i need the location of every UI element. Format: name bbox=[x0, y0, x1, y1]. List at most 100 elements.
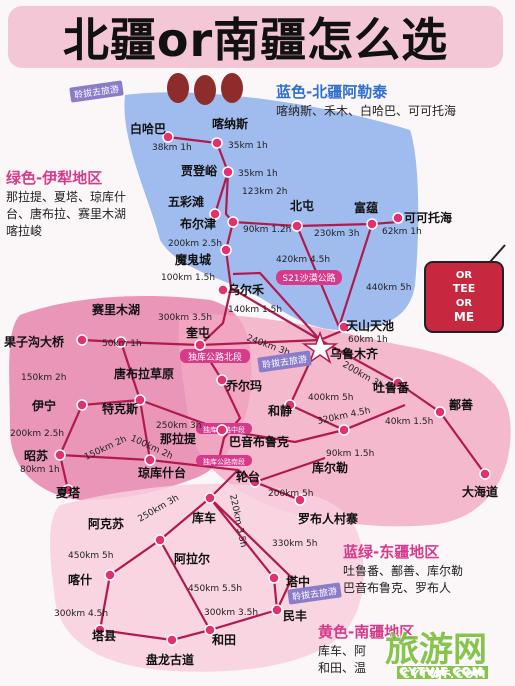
place-kuerle: 库尔勒 bbox=[312, 460, 348, 475]
dist-3: 35km 1h bbox=[238, 169, 278, 179]
legend-north-head: 蓝色-北疆阿勒泰 bbox=[276, 83, 388, 101]
place-tangbula: 唐布拉草原 bbox=[114, 366, 174, 381]
place-shanshan: 鄯善 bbox=[449, 397, 473, 412]
dist-2: 35km 1h bbox=[228, 141, 268, 151]
dist-19: 400km 5h bbox=[308, 393, 353, 403]
dist-8: 200km 2.5h bbox=[168, 239, 222, 249]
legend-south: 黄色-南疆地区 库车、阿 和田、温 bbox=[318, 624, 438, 677]
page-title: 北疆or南疆怎么选 bbox=[8, 6, 503, 68]
duku-north-pill bbox=[180, 349, 250, 363]
legend-east-line1: 吐鲁番、鄯善、库尔勒 bbox=[343, 564, 464, 578]
place-jiadengyu: 贾登峪 bbox=[181, 163, 218, 178]
place-moguicheng: 魔鬼城 bbox=[175, 252, 211, 267]
dist-10: 100km 1.5h bbox=[161, 273, 215, 283]
legend-ili-line2: 台、唐布拉、赛里木湖 bbox=[6, 207, 127, 221]
place-bayinbuluke: 巴音布鲁克 bbox=[229, 434, 289, 449]
dist-21: 40km 1.5h bbox=[385, 417, 433, 427]
legend-south-line1: 库车、阿 bbox=[318, 644, 367, 658]
legend-south-line2: 和田、温 bbox=[318, 661, 367, 675]
place-fuyun: 富蕴 bbox=[354, 200, 378, 215]
place-tekesi: 特克斯 bbox=[102, 401, 138, 416]
dist-26: 90km 1.5h bbox=[326, 449, 374, 459]
place-tulufan: 吐鲁番 bbox=[373, 380, 410, 395]
place-buerjin: 布尔津 bbox=[180, 216, 216, 231]
dist-1: 38km 1h bbox=[152, 143, 192, 153]
place-wulumuqi: 乌鲁木齐 bbox=[330, 346, 379, 361]
legend-ili: 绿色-伊犁地区 那拉提、夏塔、琼库什 台、唐布拉、赛里木湖 喀拉峻 bbox=[6, 170, 166, 240]
place-hetian: 和田 bbox=[211, 632, 236, 647]
dist-34: 300km 4.5h bbox=[54, 609, 108, 619]
place-tianshan: 天山天池 bbox=[346, 318, 394, 333]
dist-23: 200km 2.5h bbox=[10, 429, 64, 439]
place-zhaosu: 昭苏 bbox=[24, 448, 48, 463]
dist-22: 250km 3h bbox=[156, 421, 201, 431]
place-hejing: 和静 bbox=[267, 403, 292, 418]
dist-28: 200km 5h bbox=[268, 489, 313, 499]
dist-12: 140km 1.5h bbox=[228, 305, 282, 315]
region-south-light bbox=[50, 483, 364, 672]
place-wuerhe: 乌尔禾 bbox=[228, 282, 265, 297]
cup-text-3: OR bbox=[456, 298, 473, 309]
dist-31: 330km 5h bbox=[272, 539, 317, 549]
wulumuqi-star bbox=[301, 330, 339, 364]
legend-east: 蓝绿-东疆地区 吐鲁番、鄯善、库尔勒 巴音布鲁克、罗布人 bbox=[343, 544, 513, 597]
duku-north-label: 独库公路北段 bbox=[188, 351, 242, 363]
title-banner: 北疆or南疆怎么选 bbox=[0, 0, 515, 78]
place-nalati: 那拉提 bbox=[160, 431, 197, 446]
place-kekeTuohai: 可可托海 bbox=[404, 210, 452, 225]
dist-18: 150km 2h bbox=[21, 373, 66, 383]
drink-cup-illustration: OR TEE OR ME bbox=[424, 244, 506, 333]
s21-label: S21沙漠公路 bbox=[282, 272, 335, 284]
place-yining: 伊宁 bbox=[31, 398, 56, 413]
cup-text-4: ME bbox=[454, 310, 474, 324]
dist-5: 90km 1.2h bbox=[243, 225, 291, 235]
dist-11: 440km 5h bbox=[366, 283, 411, 293]
legend-ili-head: 绿色-伊犁地区 bbox=[6, 169, 103, 187]
place-akesu: 阿克苏 bbox=[88, 516, 124, 531]
place-kuitun: 奎屯 bbox=[185, 325, 210, 340]
place-kanasi: 喀纳斯 bbox=[212, 116, 248, 131]
bean-mascots bbox=[167, 73, 243, 105]
legend-east-line2: 巴音布鲁克、罗布人 bbox=[343, 581, 452, 595]
dist-13: 300km 3.5h bbox=[158, 313, 212, 323]
place-alaer: 阿拉尔 bbox=[174, 551, 210, 566]
place-sailimu: 赛里木湖 bbox=[91, 302, 140, 317]
dist-4: 123km 2h bbox=[242, 187, 287, 197]
dist-9: 420km 4.5h bbox=[276, 255, 330, 265]
place-tazhong: 塔中 bbox=[286, 574, 310, 589]
dist-7: 62km 1h bbox=[382, 227, 422, 237]
place-luobu: 罗布人村寨 bbox=[298, 511, 358, 526]
place-kashi: 喀什 bbox=[68, 572, 92, 587]
place-qiongkushitai: 琼库什台 bbox=[138, 465, 186, 480]
cup-text-1: OR bbox=[456, 270, 473, 281]
place-baihaba: 白哈巴 bbox=[130, 121, 166, 136]
legend-north-body: 喀纳斯、禾木、白哈巴、可可托海 bbox=[276, 104, 457, 118]
dist-33: 450km 5.5h bbox=[188, 584, 242, 594]
place-dahaidao: 大海道 bbox=[462, 484, 498, 499]
legend-south-head: 黄色-南疆地区 bbox=[318, 623, 415, 641]
cup-text-2: TEE bbox=[453, 282, 476, 295]
place-kuche: 库车 bbox=[192, 510, 216, 525]
dist-6: 230km 3h bbox=[314, 229, 359, 239]
city-dots bbox=[54, 131, 491, 646]
place-minfeng: 民丰 bbox=[283, 608, 307, 623]
s21-pill bbox=[276, 270, 342, 285]
dist-27: 80km 1h bbox=[20, 465, 60, 475]
legend-ili-line1: 那拉提、夏塔、琼库什 bbox=[6, 190, 127, 204]
place-taxian: 塔县 bbox=[92, 628, 116, 643]
region-north-blue bbox=[124, 92, 419, 330]
place-luntai: 轮台 bbox=[236, 469, 260, 484]
place-beitun: 北屯 bbox=[290, 198, 314, 213]
place-wucaitan: 五彩滩 bbox=[168, 194, 204, 209]
dist-35: 300km 3.5h bbox=[204, 608, 258, 618]
legend-ili-line3: 喀拉峻 bbox=[6, 224, 43, 238]
place-guozigou: 果子沟大桥 bbox=[3, 334, 65, 349]
dist-32: 450km 5h bbox=[68, 551, 113, 561]
dist-15: 50km 1h bbox=[102, 339, 142, 349]
duku-south-label: 独库公路南段 bbox=[203, 457, 245, 466]
legend-north: 蓝色-北疆阿勒泰 喀纳斯、禾木、白哈巴、可可托海 bbox=[276, 84, 512, 120]
place-qiaoerma: 乔尔玛 bbox=[225, 378, 262, 393]
